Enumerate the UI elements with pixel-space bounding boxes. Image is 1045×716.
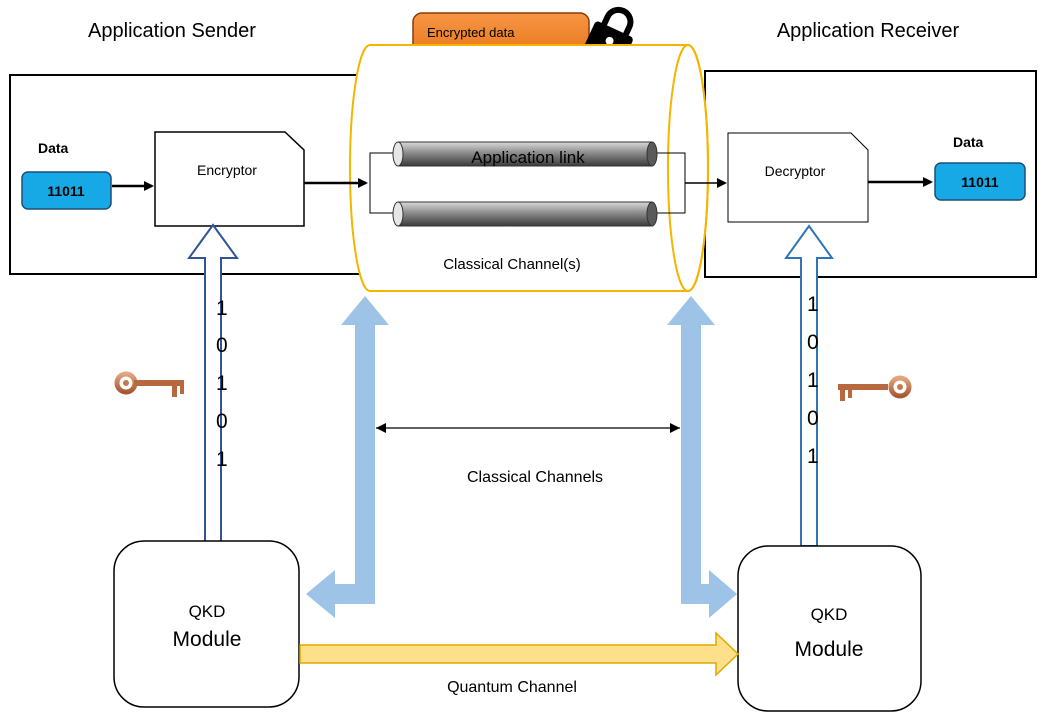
key-icon (838, 375, 912, 401)
classical-channels-cylinder-label: Classical Channel(s) (443, 256, 581, 273)
quantum-channel-label: Quantum Channel (447, 679, 577, 696)
decryptor-label: Decryptor (765, 163, 826, 179)
quantum-channel-arrow (299, 631, 740, 677)
receiver-data-label: Data (953, 134, 984, 150)
qkd-module-right-line2: Module (795, 638, 864, 661)
qkd-module-left-line1: QKD (189, 602, 226, 621)
right-classical-arrow (667, 296, 737, 618)
secondary-link-tube (392, 201, 658, 227)
application-link-label: Application link (471, 148, 585, 167)
encryptor-label: Encryptor (197, 162, 257, 178)
receiver-key-bit: 0 (807, 407, 819, 430)
receiver-key-bit: 1 (807, 293, 819, 316)
qkd-module-left (113, 540, 300, 708)
key-icon (114, 371, 184, 397)
sender-key-bit: 0 (216, 410, 228, 433)
encryptor-box (154, 131, 305, 227)
qkd-module-left-line2: Module (173, 628, 242, 651)
sender-key-bit: 1 (216, 297, 228, 320)
receiver-key-bit: 1 (807, 369, 819, 392)
sender-key-arrow (187, 223, 239, 545)
receiver-data-box (934, 162, 1026, 201)
link-wiring (369, 152, 686, 214)
application-link-tube (392, 141, 658, 167)
left-classical-arrow (306, 296, 389, 618)
sender-key-bit: 1 (216, 372, 228, 395)
classical-channel-cylinder (349, 44, 709, 292)
sender-data-box (21, 171, 112, 210)
receiver-data-value: 11011 (961, 174, 999, 190)
sender-key-bit: 0 (216, 334, 228, 357)
receiver-key-bit: 1 (807, 445, 819, 468)
receiver-key-arrow (784, 224, 834, 547)
sender-title: Application Sender (88, 20, 256, 42)
sender-data-value: 11011 (47, 183, 85, 199)
encrypted-data-label: Encrypted data (427, 25, 515, 40)
receiver-key-bit: 0 (807, 331, 819, 354)
qkd-module-right (737, 545, 922, 712)
sender-data-label: Data (38, 140, 69, 156)
receiver-title: Application Receiver (777, 20, 960, 42)
qkd-module-right-line1: QKD (811, 605, 848, 624)
sender-key-bit: 1 (216, 448, 228, 471)
classical-channels-label: Classical Channels (467, 469, 603, 486)
decryptor-box (727, 132, 869, 223)
classical-channels-double-arrow (376, 423, 680, 433)
